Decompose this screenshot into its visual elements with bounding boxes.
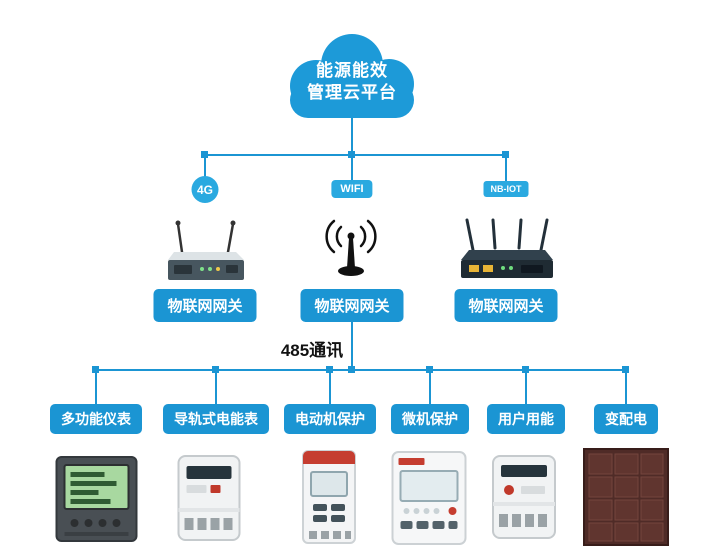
drop-line-4g: [204, 154, 206, 182]
gateway-label-left: 物联网网关: [153, 289, 257, 322]
din-rail-meter-icon: [167, 452, 252, 549]
drop-line-dev6: [625, 369, 627, 405]
junction-node: [201, 151, 208, 158]
cloud-title-line1: 能源能效: [316, 61, 388, 80]
microcomputer-protection-icon: [387, 449, 472, 552]
junction-node: [522, 366, 529, 373]
junction-node: [348, 366, 355, 373]
power-distribution-cabinet-icon: [578, 445, 674, 554]
nbiot-router-icon: [457, 216, 557, 293]
device-label-microcomputer-protection: 微机保护: [391, 404, 469, 434]
junction-node: [326, 366, 333, 373]
gateway-label-middle: 物联网网关: [300, 289, 404, 322]
device-label-motor-protection: 电动机保护: [284, 404, 376, 434]
drop-line-dev1: [95, 369, 97, 405]
rs485-bus-label: 485通讯: [280, 341, 344, 360]
wifi-antenna-icon: [321, 216, 381, 285]
drop-line-dev5: [525, 369, 527, 405]
multifunction-meter-icon: [49, 447, 144, 552]
cloud-platform-title: 能源能效 管理云平台: [272, 60, 432, 104]
badge-wifi: WIFI: [331, 180, 373, 198]
device-label-din-rail-meter: 导轨式电能表: [163, 404, 269, 434]
badge-nbiot: NB-IOT: [483, 181, 529, 197]
top-bus-line: [204, 154, 507, 156]
user-energy-meter-icon: [479, 452, 569, 547]
cloud-icon: [290, 34, 414, 118]
device-label-multifunction-meter: 多功能仪表: [50, 404, 142, 434]
drop-line-wifi: [351, 154, 353, 182]
drop-line-dev2: [215, 369, 217, 405]
4g-router-icon: [160, 218, 250, 295]
badge-4g: 4G: [191, 176, 219, 203]
rs485-bus-line: [95, 369, 627, 371]
cloud-platform: 能源能效 管理云平台: [272, 28, 432, 128]
device-label-power-distribution: 变配电: [594, 404, 658, 434]
junction-node: [92, 366, 99, 373]
gateway-to-bus-line: [351, 317, 353, 371]
junction-node: [622, 366, 629, 373]
drop-line-nbiot: [505, 154, 507, 182]
junction-node: [502, 151, 509, 158]
drop-line-dev3: [329, 369, 331, 405]
drop-line-dev4: [429, 369, 431, 405]
gateway-label-right: 物联网网关: [454, 289, 558, 322]
cloud-drop-line: [351, 118, 353, 156]
motor-protection-icon: [293, 447, 365, 552]
junction-node: [212, 366, 219, 373]
junction-node: [426, 366, 433, 373]
device-label-user-energy: 用户用能: [487, 404, 565, 434]
junction-node: [348, 151, 355, 158]
cloud-title-line2: 管理云平台: [307, 83, 397, 102]
